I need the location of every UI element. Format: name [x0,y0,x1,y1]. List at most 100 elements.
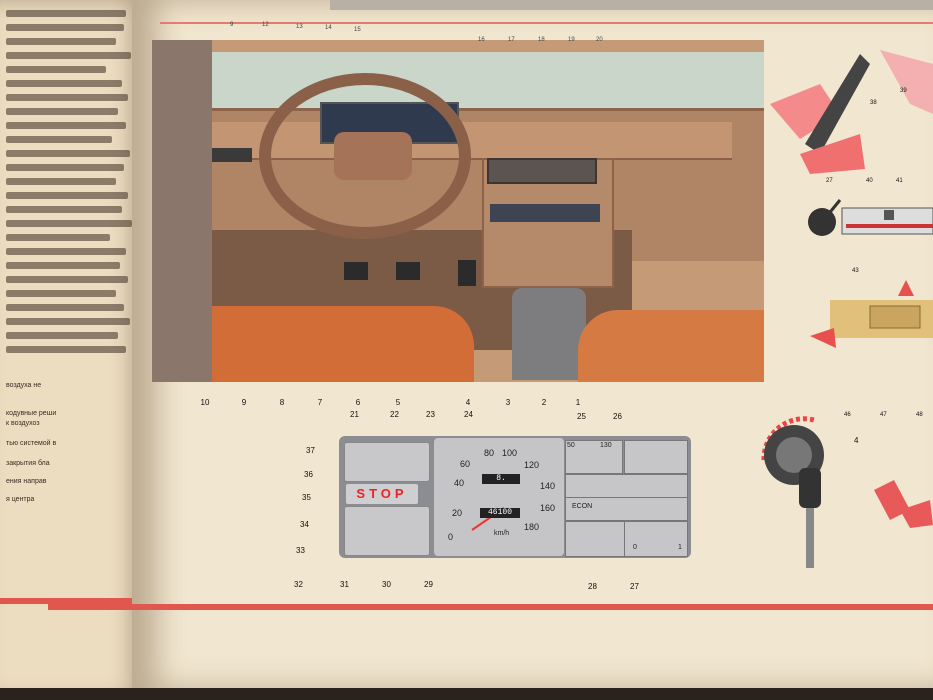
text-line [6,108,118,115]
callout-panel: 22 [390,410,399,419]
callout-top: 12 [262,22,269,28]
text-line [6,248,126,255]
callout-top: 15 [354,27,361,33]
total-odometer: 46100 [480,508,520,518]
callout-right: 47 [880,412,887,418]
text-line [6,94,128,101]
callout-bottom: 9 [241,398,247,407]
pedal [458,260,476,286]
callout-bottom: 1 [575,398,581,407]
text-line [6,304,124,311]
text-line [6,206,122,213]
aux-gauge [624,440,688,474]
callout-panel: 34 [300,520,309,529]
left-text-7: я центра [6,496,35,503]
callout-panel: 31 [340,580,349,589]
speed-tick: 160 [540,503,556,513]
callout-panel: 26 [613,412,622,421]
callout-bottom: 6 [355,398,361,407]
trip-odometer: 8. [482,474,520,484]
callout-bottom: 7 [317,398,323,407]
econ-label: ECON [572,503,593,510]
speedometer [434,438,564,556]
text-line [6,10,126,17]
callout-right: 48 [916,412,923,418]
left-text-2: кодувные реши [6,410,57,417]
callout-panel: 25 [577,412,586,421]
a-pillar [152,40,212,382]
left-text-6: ения направ [6,478,47,485]
callout-panel: 27 [630,582,639,591]
callout-bottom: 8 [279,398,285,407]
speed-unit: km/h [494,530,510,537]
temp-min: 50 [567,442,575,449]
text-line [6,332,118,339]
text-line [6,262,120,269]
callout-panel: 30 [382,580,391,589]
callout-panel: 24 [464,410,473,419]
speed-tick: 140 [540,481,556,491]
callout-top: 14 [325,25,332,31]
temperature-gauge [565,440,623,474]
text-line [6,150,130,157]
speed-tick: 40 [454,478,465,488]
pedal [344,262,368,280]
book-edge [0,688,933,700]
driver-seat [174,306,474,382]
callout-right: 43 [852,268,859,274]
text-line [6,52,131,59]
speed-tick: 60 [460,459,471,469]
fuel-min: 0 [633,544,637,551]
steering-hub [334,132,412,180]
speed-tick: 100 [502,448,518,458]
top-red-rule [160,22,933,24]
callout-bottom: 2 [541,398,547,407]
pedal [396,262,420,280]
callout-right: 38 [870,100,877,106]
left-text-4: тью системой в [6,440,57,447]
callout-panel: 28 [588,582,597,591]
passenger-seat [578,310,764,382]
warning-box-bottom [344,506,430,556]
callout-top: 13 [296,24,303,30]
left-vent [202,148,252,162]
speed-tick: 80 [484,448,495,458]
text-line [6,80,122,87]
heater-lever-figure [808,199,933,236]
text-line [6,276,128,283]
indicator-strip [565,474,688,498]
text-line [6,192,128,199]
switch-panel [487,158,597,184]
speedometer-needle [471,507,505,531]
callout-panel: 23 [426,410,435,419]
left-text-5: закрытия бла [6,460,50,467]
callout-panel: 21 [350,410,359,419]
stop-warning: STOP [346,484,418,504]
warning-box-top [344,442,430,482]
text-line [6,122,126,129]
speed-tick: 20 [452,508,463,518]
callout-bottom: 5 [395,398,401,407]
fuel-gauge [624,521,688,557]
callout-top: 18 [538,37,545,43]
callout-top: 19 [568,37,575,43]
left-red-rule [0,598,150,604]
wiper-stalk-figure [770,50,933,174]
callout-right: 41 [896,178,903,184]
callout-top: 9 [230,22,234,28]
text-line [6,234,110,241]
bottom-red-rule [48,604,933,610]
text-line [6,290,116,297]
left-text-3: к воздухоз [6,420,40,427]
text-line [6,38,116,45]
econ-strip [565,497,688,521]
ignition-key-figure [761,416,824,568]
text-line [6,346,126,353]
callout-right: 40 [866,178,873,184]
text-line [6,220,132,227]
text-line [6,136,112,143]
gear-pattern-figure [874,480,933,528]
callout-bottom: 4 [465,398,471,407]
text-line [6,318,130,325]
text-line [6,164,124,171]
